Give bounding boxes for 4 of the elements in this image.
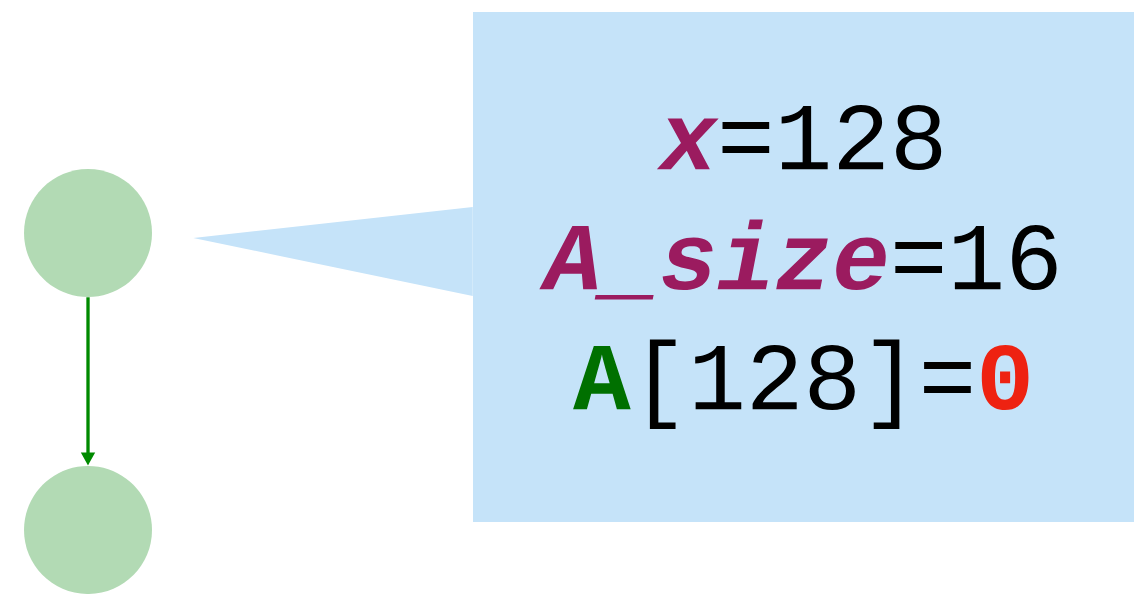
circle-node	[24, 466, 152, 594]
callout-box: x=128 A_size=16 A [128]=0	[473, 12, 1134, 522]
callout-pointer	[193, 207, 473, 296]
circle-node	[24, 169, 152, 297]
